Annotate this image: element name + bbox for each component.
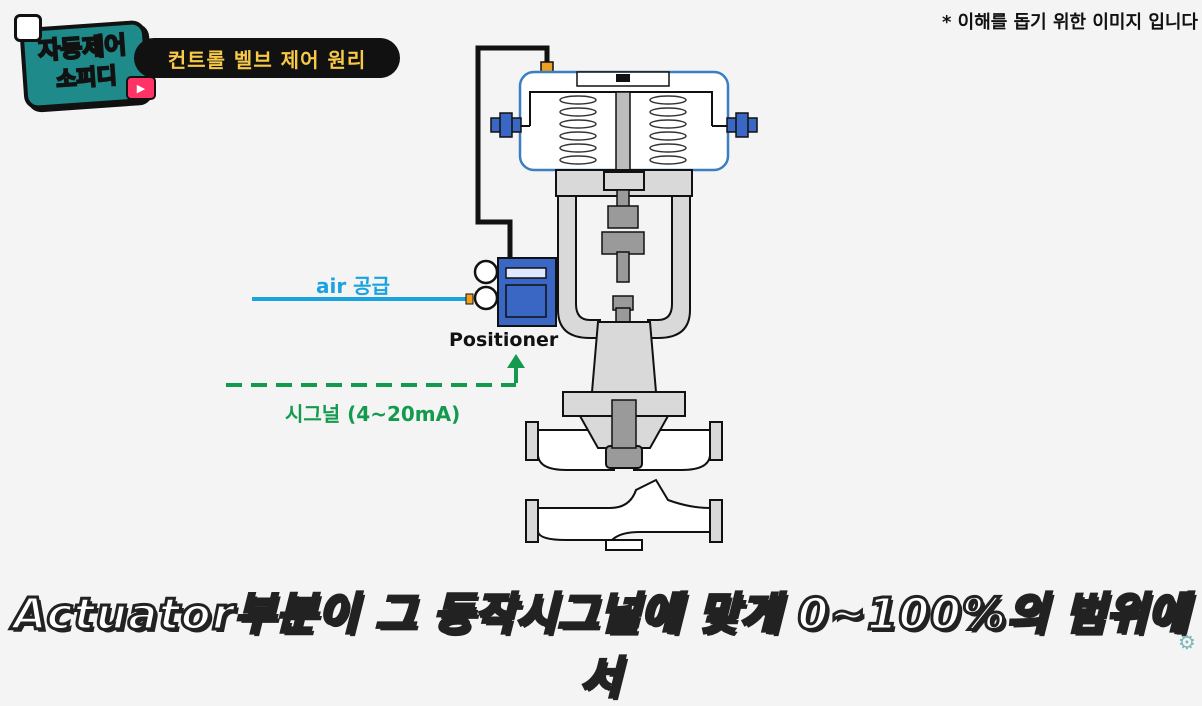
tube-fitting <box>540 61 554 73</box>
pressure-gauge-top <box>473 259 499 285</box>
yoke <box>555 169 693 339</box>
positioner-label: Positioner <box>449 329 559 351</box>
right-spring <box>649 95 687 165</box>
valve-plug <box>611 399 637 449</box>
left-spring <box>559 95 597 165</box>
disclaimer-note: * 이해를 돕기 위한 이미지 입니다 <box>941 12 1198 33</box>
air-inlet-fitting <box>465 293 474 305</box>
signal-arrow-head <box>507 354 525 368</box>
control-valve-diagram <box>226 45 758 551</box>
valve-body <box>525 321 723 551</box>
signal-label: 시그널 (4~20mA) <box>285 402 461 426</box>
video-title: 컨트롤 벨브 제어 원리 <box>134 38 400 78</box>
air-supply-label: air 공급 <box>316 274 390 298</box>
subtitle-caption: Actuator부분이 그 동작시그널에 맞게 0~100%의 범위에서 <box>11 588 1190 706</box>
positioner <box>473 257 557 327</box>
pressure-gauge-bottom <box>473 285 499 311</box>
pneumatic-tube <box>475 45 550 258</box>
play-icon: ▶ <box>126 76 156 100</box>
actuator <box>490 70 758 181</box>
settings-gear-icon[interactable]: ⚙ <box>1178 630 1196 654</box>
thumbs-up-icon <box>14 14 42 42</box>
channel-logo: 자동제어 소피디 ▶ <box>14 14 156 111</box>
actuator-stem-upper <box>615 91 631 181</box>
